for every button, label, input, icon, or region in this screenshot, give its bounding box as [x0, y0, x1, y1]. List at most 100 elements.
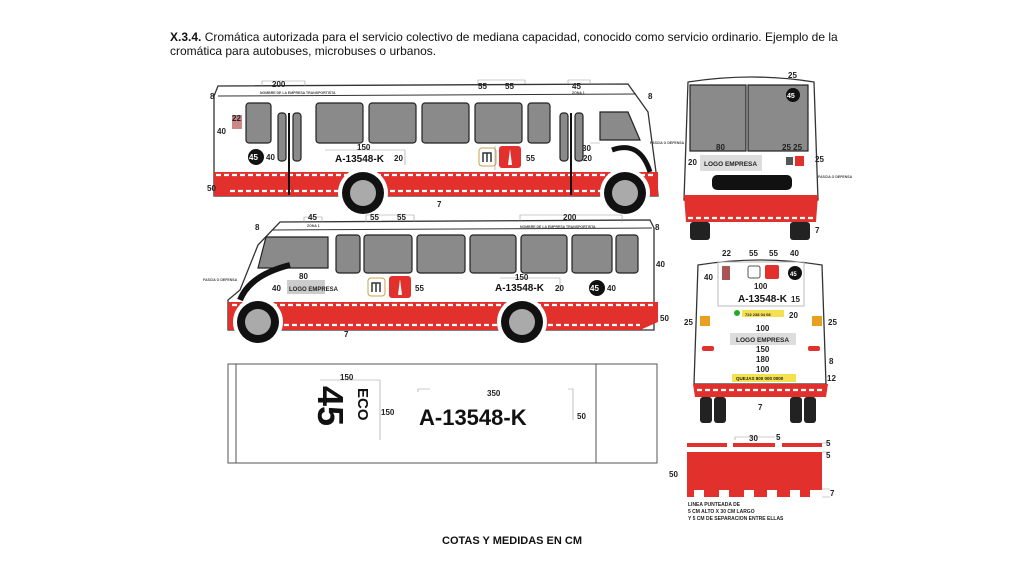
- reflector-left: [700, 316, 710, 326]
- eco-number: 45: [790, 272, 797, 278]
- dim-label: 20: [789, 311, 798, 320]
- dim-label: 55: [415, 284, 424, 293]
- wheel: [790, 222, 810, 240]
- window: [416, 234, 466, 274]
- eco-label: ECO: [354, 388, 371, 421]
- red-bumper: [684, 195, 818, 222]
- company-logo-text: LOGO EMPRESA: [289, 287, 339, 293]
- tail-light: [702, 346, 714, 351]
- dim-label: 7: [758, 403, 763, 412]
- window: [368, 102, 417, 144]
- metro-glyph: [371, 282, 381, 292]
- plate-number: A-13548-K: [738, 294, 788, 305]
- dim-label: 22: [232, 114, 241, 123]
- eco-number: 45: [787, 93, 795, 100]
- reflector-right: [812, 316, 822, 326]
- stripe-dash: [782, 443, 822, 447]
- dim-label: 55: [526, 154, 535, 163]
- stripe-detail: 30 5 5 5 50 7 LINEA PUNTEADA DE 5 CM ALT…: [669, 433, 835, 522]
- eco-number: 45: [590, 284, 599, 293]
- bottom-dashes: [687, 489, 810, 497]
- dim-label: 40: [217, 127, 226, 136]
- complaints-phone: QUEJAS 800 000 0000: [736, 376, 784, 381]
- dim-label: 50: [669, 470, 678, 479]
- wheel: [700, 397, 712, 423]
- eco-number-large: 45: [310, 386, 351, 426]
- intro-text: Cromática autorizada para el servicio co…: [170, 30, 838, 58]
- eco-number-badge: [248, 149, 264, 165]
- dim-label: 80: [716, 143, 725, 152]
- red-monument-logo: [765, 265, 779, 279]
- stripe-note-line: Y 5 CM DE SEPARACION ENTRE ELLAS: [688, 516, 784, 522]
- dim-label: 100: [754, 282, 768, 291]
- dim-label: 45: [308, 213, 317, 222]
- dim-label: 40: [656, 260, 665, 269]
- bumper-label: FASCIA O DEFENSA: [203, 278, 238, 282]
- dim-label: 20: [583, 154, 592, 163]
- stripe-note-line: LINEA PUNTEADA DE: [688, 502, 741, 508]
- dim-label: 25: [815, 155, 824, 164]
- dim-label: 40: [272, 284, 281, 293]
- metro-logo: [747, 265, 761, 279]
- caption: COTAS Y MEDIDAS EN CM: [442, 535, 582, 547]
- dim-label: 45: [572, 82, 581, 91]
- dim-label: 150: [381, 408, 395, 417]
- company-logo-text: LOGO EMPRESA: [704, 161, 757, 168]
- red-monument-logo: [795, 156, 804, 166]
- dim-label: 150: [340, 373, 354, 382]
- dim-label: 50: [660, 314, 669, 323]
- metro-glyph: [482, 152, 492, 162]
- dim-label: 5: [826, 439, 831, 448]
- dim-label: 20: [394, 154, 403, 163]
- phone-number: 722 238 04 08: [745, 312, 771, 317]
- side-view-1: 200 NOMBRE DE LA EMPRESA TRANSPORTISTA 5…: [207, 79, 685, 218]
- roof-outline: [227, 363, 658, 464]
- dim-label: 150: [756, 345, 770, 354]
- dim-label: 8: [829, 357, 834, 366]
- company-name-placeholder: NOMBRE DE LA EMPRESA TRANSPORTISTA: [520, 225, 596, 229]
- plate-number: A-13548-K: [335, 154, 385, 165]
- wheel: [804, 397, 816, 423]
- eco-number-badge: [589, 280, 605, 296]
- company-name-placeholder: NOMBRE DE LA EMPRESA TRANSPORTISTA: [260, 91, 336, 95]
- roof-plan: 150 150 45 ECO 350 A-13548-K 50: [227, 363, 658, 464]
- dim-label: 25: [788, 71, 797, 80]
- window: [245, 102, 272, 144]
- front-view: 25 45 80 25 25 20 LOGO EMPRESA 25 FASCIA…: [683, 71, 853, 240]
- tail-light: [808, 346, 820, 351]
- eco-number: 45: [249, 153, 258, 162]
- dim-label: 40: [704, 273, 713, 282]
- bus-body: [693, 259, 827, 385]
- dim-label: 55: [769, 249, 778, 258]
- bumper-label: FASCIA O DEFENSA: [650, 141, 685, 145]
- dim-label: 20: [555, 284, 564, 293]
- window: [421, 102, 470, 144]
- front-swoosh: [237, 262, 291, 302]
- windshield: [599, 111, 641, 141]
- red-skirt: [228, 302, 658, 330]
- dim-label: 7: [815, 226, 820, 235]
- small-emblem: [232, 115, 242, 129]
- side-view-2: 45 ZONA 1 55 55 200 NOMBRE DE LA EMPRESA…: [203, 213, 669, 347]
- dim-label: 25: [828, 318, 837, 327]
- stripe-note-line: 5 CM ALTO X 30 CM LARGO: [688, 509, 755, 515]
- dim-label: 40: [607, 284, 616, 293]
- dim-label: 55: [505, 82, 514, 91]
- dim-label: 80: [299, 272, 308, 281]
- window: [520, 234, 568, 274]
- wheel: [714, 397, 726, 423]
- dim-label: 350: [487, 389, 501, 398]
- red-band: [687, 452, 822, 490]
- dim-label: 180: [756, 355, 770, 364]
- dim-label: 100: [756, 365, 770, 374]
- red-bumper: [693, 384, 828, 397]
- company-logo-area: [730, 333, 796, 345]
- dim-label: 25 25: [782, 143, 803, 152]
- window: [615, 234, 639, 274]
- whatsapp-icon: [734, 310, 740, 316]
- dim-label: 8: [210, 92, 215, 101]
- dim-label: 150: [515, 273, 529, 282]
- dim-label: 20: [688, 158, 697, 167]
- dim-label: 100: [756, 324, 770, 333]
